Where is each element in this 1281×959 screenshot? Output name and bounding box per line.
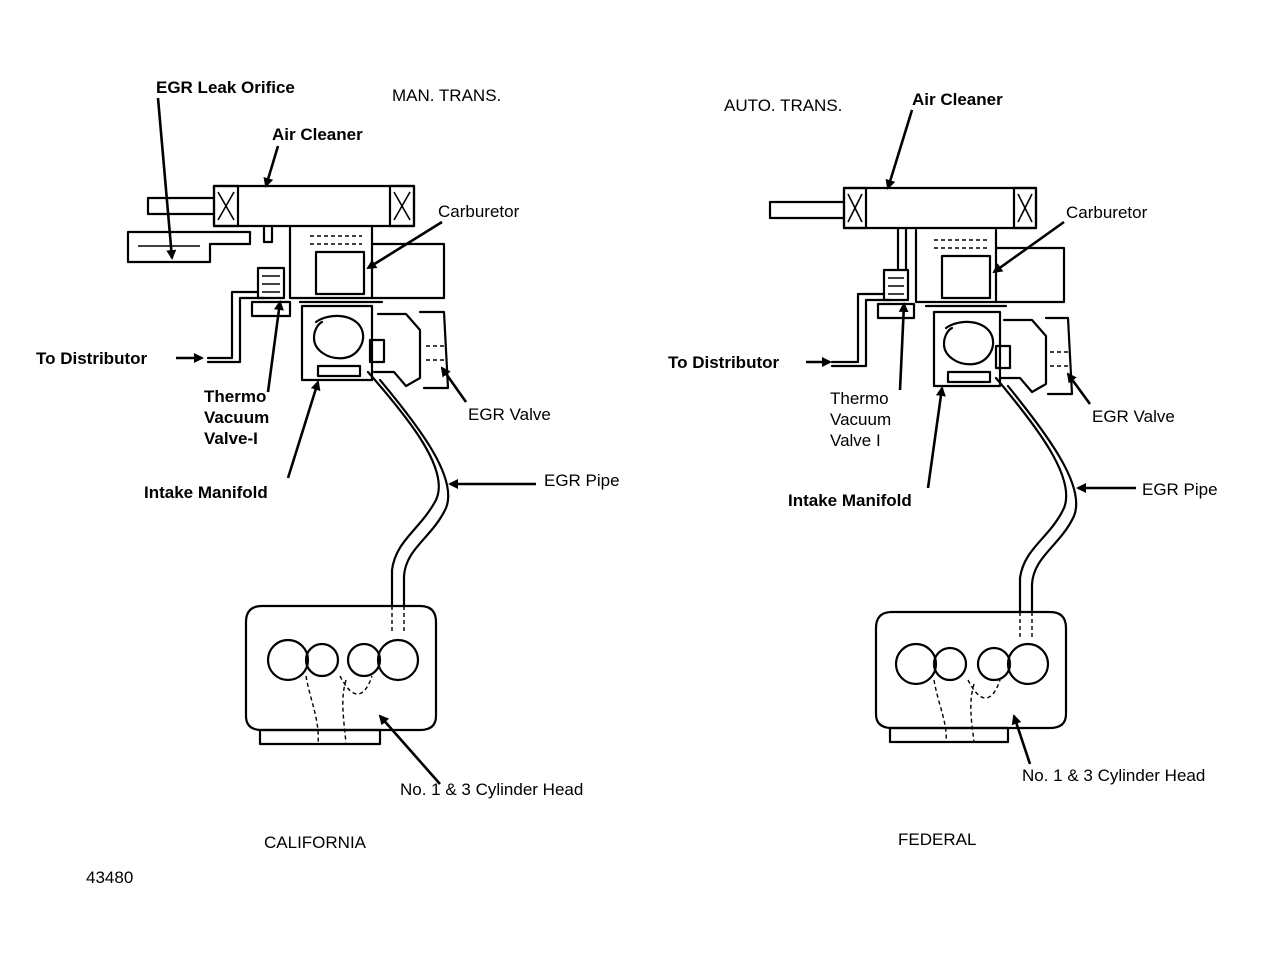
egr-pipe-left <box>366 370 440 608</box>
label-egr-leak-orifice: EGR Leak Orifice <box>156 78 295 97</box>
arrow-cylinder-head-left <box>378 714 441 785</box>
egr-valve-left <box>368 310 450 390</box>
cylinder-head-right <box>874 610 1068 744</box>
title-man-trans: MAN. TRANS. <box>392 86 501 105</box>
california-diagram: EGR Leak Orifice MAN. TRANS. Air Cleaner… <box>36 78 620 887</box>
caption-federal: FEDERAL <box>898 830 976 849</box>
arrow-intake-manifold-right <box>926 386 946 489</box>
arrow-air-cleaner-right <box>885 109 914 190</box>
label-cylinder-head-left: No. 1 & 3 Cylinder Head <box>400 780 583 799</box>
label-egr-pipe-left: EGR Pipe <box>544 471 620 490</box>
label-to-distributor-right: To Distributor <box>668 353 779 372</box>
intake-manifold-right <box>932 310 1002 388</box>
egr-leak-orifice-housing <box>126 230 252 264</box>
label-intake-manifold-left: Intake Manifold <box>144 483 268 502</box>
egr-valve-right <box>994 316 1074 396</box>
figure-number: 43480 <box>86 868 133 887</box>
carburetor-left <box>288 224 446 304</box>
label-thermo-line1-right: Thermo <box>830 389 889 408</box>
arrow-egr-valve-right <box>1066 372 1092 405</box>
arrow-thermo-valve-right <box>898 302 909 391</box>
label-thermo-line2-right: Vacuum <box>830 410 891 429</box>
intake-manifold-left <box>300 304 374 382</box>
arrow-egr-valve-left <box>440 366 468 403</box>
label-carburetor-right: Carburetor <box>1066 203 1148 222</box>
cylinder-head-left <box>244 604 438 746</box>
arrow-egr-leak-orifice <box>156 97 177 260</box>
label-thermo-line1-left: Thermo <box>204 387 266 406</box>
arrow-intake-manifold-left <box>286 380 321 479</box>
air-cleaner-left <box>146 184 416 228</box>
label-air-cleaner-right: Air Cleaner <box>912 90 1003 109</box>
label-carburetor-left: Carburetor <box>438 202 520 221</box>
caption-california: CALIFORNIA <box>264 833 367 852</box>
label-to-distributor-left: To Distributor <box>36 349 147 368</box>
label-thermo-line3-right: Valve I <box>830 431 881 450</box>
label-thermo-line3-left: Valve-I <box>204 429 258 448</box>
label-egr-pipe-right: EGR Pipe <box>1142 480 1218 499</box>
arrow-air-cleaner-left <box>263 145 280 188</box>
thermo-vacuum-valve-right <box>830 226 916 368</box>
label-egr-valve-right: EGR Valve <box>1092 407 1175 426</box>
arrow-carburetor-left <box>366 220 443 270</box>
arrow-thermo-valve-left <box>266 300 284 393</box>
air-cleaner-right <box>768 186 1038 230</box>
label-cylinder-head-right: No. 1 & 3 Cylinder Head <box>1022 766 1205 785</box>
label-air-cleaner-left: Air Cleaner <box>272 125 363 144</box>
arrow-carburetor-right <box>992 220 1065 274</box>
egr-pipe-right <box>994 376 1068 614</box>
federal-diagram: AUTO. TRANS. Air Cleaner Carburetor To D… <box>668 90 1218 849</box>
carburetor-right <box>914 228 1066 308</box>
label-egr-valve-left: EGR Valve <box>468 405 551 424</box>
title-auto-trans: AUTO. TRANS. <box>724 96 842 115</box>
arrow-cylinder-head-right <box>1011 714 1032 765</box>
label-intake-manifold-right: Intake Manifold <box>788 491 912 510</box>
label-thermo-line2-left: Vacuum <box>204 408 269 427</box>
